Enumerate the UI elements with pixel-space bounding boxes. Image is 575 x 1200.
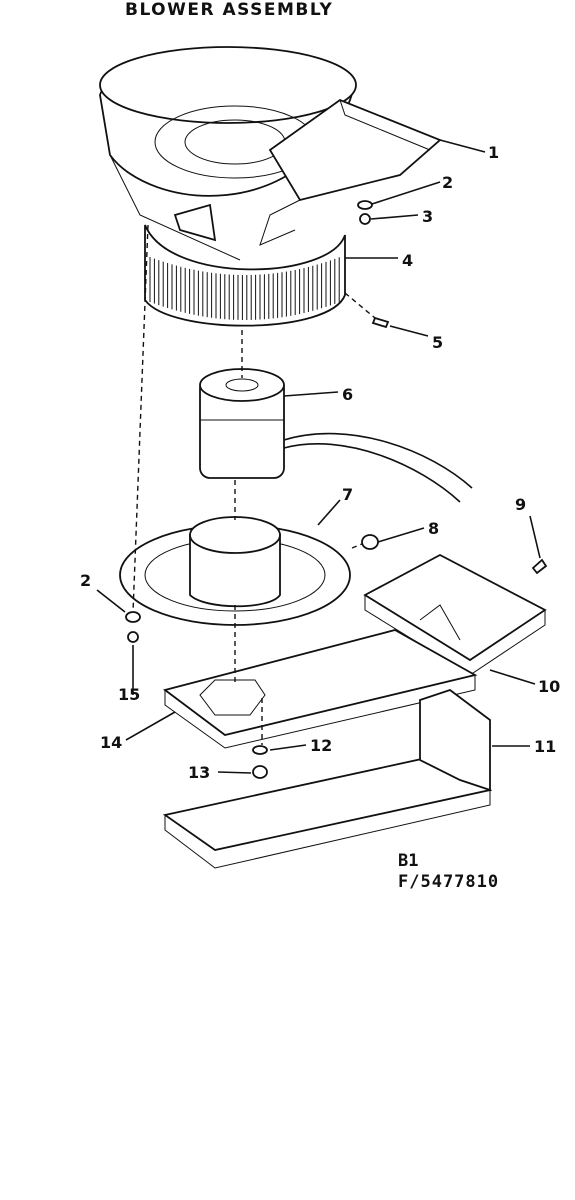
motor [199,368,473,503]
callout-4: 4 [402,251,413,270]
callout-12: 12 [310,736,332,755]
screw-part-5 [371,316,390,329]
callout-11: 11 [534,737,556,756]
callout-1: 1 [488,143,499,162]
base-plate [162,629,478,749]
diagram-code-part-number: F/5477810 [398,872,500,892]
callout-labels: 1 2 3 4 5 6 7 8 9 10 11 12 13 14 15 2 [80,143,560,782]
nut-part-13 [252,765,268,779]
diagram-code-b1: B1 [398,851,419,871]
callout-3: 3 [422,207,433,226]
washer-part-2-bottom [125,611,141,623]
screw-part-9 [531,558,548,575]
callout-8: 8 [428,519,439,538]
callout-2-top: 2 [442,173,453,192]
callout-6: 6 [342,385,353,404]
callout-13: 13 [188,763,210,782]
callout-2-bottom: 2 [80,571,91,590]
nut-part-3 [359,213,371,225]
diagram-title: BLOWER ASSEMBLY [125,0,334,20]
callout-10: 10 [538,677,560,696]
callout-5: 5 [432,333,443,352]
callout-7: 7 [342,485,353,504]
mounting-ring [119,516,351,626]
nut-part-15 [127,631,139,643]
washer-part-2-top [357,200,373,210]
callout-9: 9 [515,495,526,514]
blower-wheel [144,224,346,327]
washer-part-12 [252,745,268,755]
assembly-lines [132,224,376,745]
callout-14: 14 [100,733,122,752]
leader-lines [96,139,541,774]
grommet-part-8 [361,534,379,550]
mounting-bracket [162,688,493,869]
blower-housing [99,46,442,261]
callout-15: 15 [118,685,140,704]
